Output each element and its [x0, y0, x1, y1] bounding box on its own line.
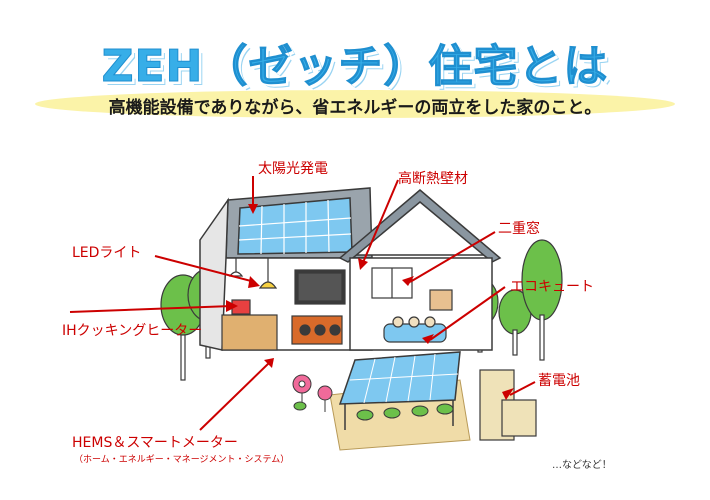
page-subtitle: 高機能設備でありながら、省エネルギーの両立をした家のこと。	[108, 98, 602, 118]
garden-plants	[356, 403, 454, 421]
label-ecocute: エコキュート	[510, 279, 594, 295]
label-battery: 蓄電池	[538, 373, 580, 389]
page-title: ZEH（ゼッチ）住宅とは	[101, 41, 609, 93]
arrow-heads	[226, 204, 514, 400]
label-hems-sub: （ホーム・エネルギー・マネージメント・システム）	[74, 455, 290, 465]
label-ih: IHクッキングヒーター	[62, 323, 203, 339]
flowers	[292, 374, 333, 412]
subtitle-highlight	[35, 90, 675, 118]
label-led: LEDライト	[72, 245, 142, 261]
label-solar: 太陽光発電	[258, 161, 328, 177]
label-double-window: 二重窓	[498, 221, 540, 237]
led-lamp	[258, 281, 278, 289]
label-insulation: 高断熱壁材	[398, 171, 468, 187]
leader-lines	[69, 176, 536, 431]
carport-solar	[338, 351, 461, 430]
living-room	[291, 269, 346, 345]
label-etc: …などなど！	[552, 460, 612, 471]
label-hems: HEMS＆スマートメーター	[72, 435, 238, 451]
battery-units	[479, 369, 537, 441]
